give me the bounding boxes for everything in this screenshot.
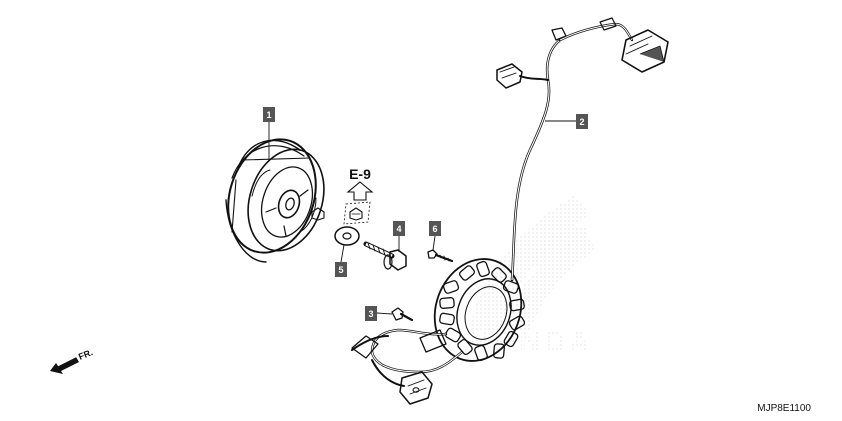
svg-text:2: 2 (579, 117, 584, 127)
flywheel (225, 138, 325, 263)
flywheel-nut (311, 207, 325, 221)
svg-text:5: 5 (338, 265, 343, 275)
callout-6: 6 (429, 221, 441, 236)
svg-text:4: 4 (396, 224, 401, 234)
reference-nut (343, 201, 371, 225)
stator-assembly (351, 17, 669, 405)
stator-bolt (427, 249, 454, 263)
up-arrow-icon (346, 181, 374, 201)
callout-4: 4 (393, 221, 405, 236)
diagram-code: MJP8E1100 (757, 403, 811, 414)
front-direction-arrow-icon (50, 356, 79, 374)
front-direction-label: FR. (77, 347, 94, 362)
callout-1: 1 (263, 107, 275, 122)
svg-text:3: 3 (368, 309, 373, 319)
callout-3: 3 (365, 306, 377, 321)
svg-text:6: 6 (432, 224, 437, 234)
svg-text:1: 1 (266, 110, 271, 120)
svg-text:HONDA: HONDA (468, 326, 593, 359)
callout-2: 2 (576, 114, 588, 129)
washer (334, 226, 360, 246)
flange-bolt (363, 241, 407, 271)
reference-label: E-9 (349, 166, 371, 182)
clamp-bolt (391, 307, 414, 322)
honda-wing-watermark: HONDA (468, 195, 596, 359)
callout-5: 5 (335, 262, 347, 277)
